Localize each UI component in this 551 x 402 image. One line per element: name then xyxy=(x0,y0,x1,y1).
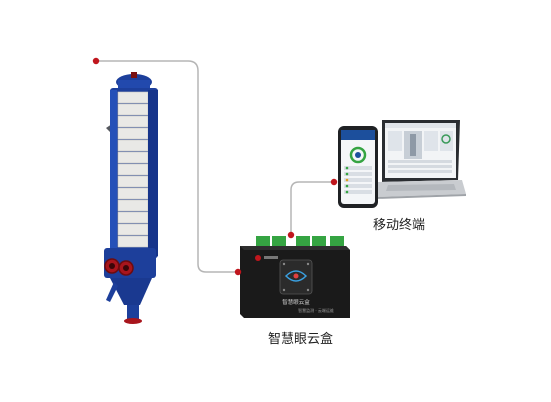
connector-equipment-to-box xyxy=(96,60,238,273)
smartphone-icon xyxy=(338,126,378,208)
connector-box-to-mobile xyxy=(290,181,334,235)
connector-dots xyxy=(92,57,338,276)
connector-dot-box-left xyxy=(234,268,242,276)
box-panel-sub-text: 智慧监测 · 云端运维 xyxy=(298,307,334,313)
connector-dot-equipment xyxy=(92,57,100,65)
mobile-terminal-label: 移动终端 xyxy=(373,218,426,233)
laptop-icon xyxy=(376,120,466,199)
plate-heat-exchanger-icon xyxy=(104,72,158,324)
cloud-box-icon: 智慧眼云盒 智慧监测 · 云端运维 xyxy=(240,236,350,318)
cloud-box-label: 智慧眼云盒 xyxy=(268,332,334,347)
connector-dot-mobile xyxy=(330,178,338,186)
connector-lines xyxy=(96,60,334,273)
connector-dot-box-top xyxy=(287,231,295,239)
box-panel-device-text: 智慧眼云盒 xyxy=(282,298,310,306)
